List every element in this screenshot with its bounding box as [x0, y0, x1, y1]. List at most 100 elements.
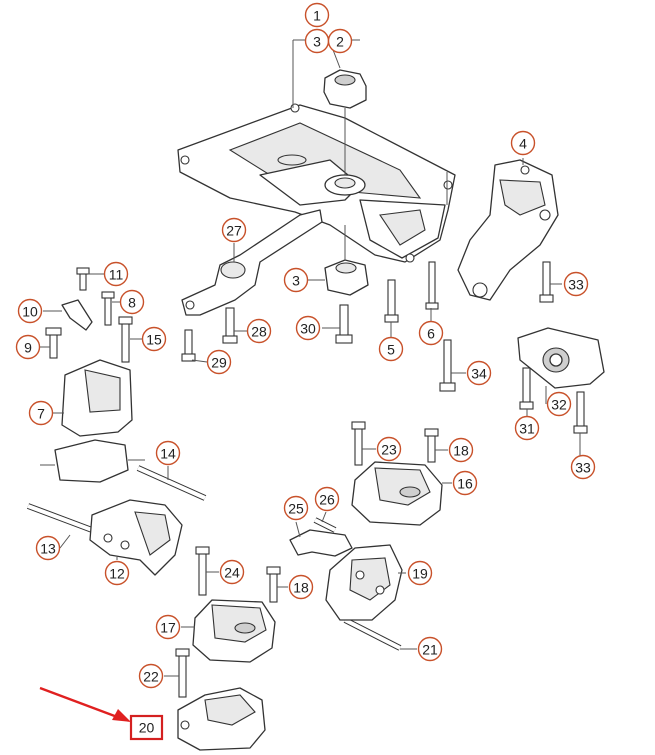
callout-circle: [304, 2, 330, 28]
callout-c25: 25: [283, 495, 309, 521]
callout-circle: [314, 486, 340, 512]
callout-c26: 26: [314, 486, 340, 512]
callout-label: 28: [251, 324, 267, 340]
callout-c10: 10: [17, 298, 43, 324]
callout-c9: 9: [15, 334, 41, 360]
callout-c29: 29: [206, 349, 232, 375]
callout-label: 16: [457, 476, 473, 492]
callout-label: 2: [336, 34, 344, 50]
bracket-part-10: [61, 299, 93, 331]
pointer-arrow: [39, 686, 131, 722]
callout-label: 33: [575, 460, 591, 476]
callout-label: 22: [143, 669, 159, 685]
callout-c27: 27: [221, 217, 247, 243]
pendulum-link-part: [181, 209, 323, 316]
callout-circle: [546, 391, 572, 417]
callout-circle: [119, 289, 145, 315]
callout-label: 31: [519, 421, 535, 437]
callout-circle: [376, 436, 402, 462]
callout-circle: [141, 326, 167, 352]
subframe-part: [177, 39, 456, 263]
callout-c13: 13: [35, 535, 61, 561]
callout-c17: 17: [155, 614, 181, 640]
callout-label: 34: [471, 366, 487, 382]
callout-label: 5: [387, 342, 395, 358]
callout-label: 11: [109, 267, 124, 283]
callout-circle: [283, 495, 309, 521]
bushing-upper-part: [323, 69, 367, 196]
callout-circle: [104, 560, 130, 586]
callout-label: 23: [381, 442, 397, 458]
callout-label: 10: [22, 304, 38, 320]
callout-c18a: 18: [448, 437, 474, 463]
callout-c16: 16: [452, 470, 478, 496]
callout-circle: [15, 334, 41, 360]
callout-circle: [35, 535, 61, 561]
line-art: [26, 39, 605, 751]
callout-label: 24: [224, 565, 240, 581]
callout-c2: 2: [327, 28, 353, 54]
callout-c33b: 33: [570, 454, 596, 480]
callout-label: 8: [128, 295, 136, 311]
callout-c14: 14: [155, 440, 181, 466]
callout-circle: [28, 400, 54, 426]
callout-c18b: 18: [288, 574, 314, 600]
arrow-shaft: [39, 686, 121, 720]
callout-c34: 34: [466, 360, 492, 386]
callout-circle: [448, 437, 474, 463]
engine-mount-part-7: [40, 359, 145, 483]
callout-c23: 23: [376, 436, 402, 462]
callout-label: 18: [293, 580, 309, 596]
callout-label: 13: [40, 541, 56, 557]
callout-circle: [514, 415, 540, 441]
callout-label: 4: [519, 136, 527, 152]
callout-c28: 28: [246, 318, 272, 344]
callout-label: 21: [422, 642, 438, 658]
callout-circle: [510, 130, 536, 156]
callout-label: 32: [551, 397, 567, 413]
callout-c24: 24: [219, 559, 245, 585]
bracket-part-4: [457, 159, 559, 301]
callout-c12: 12: [104, 560, 130, 586]
callout-circle: [295, 315, 321, 341]
callout-c33a: 33: [563, 271, 589, 297]
callout-c30: 30: [295, 315, 321, 341]
callout-label: 12: [109, 566, 125, 582]
callout-c1: 1: [304, 2, 330, 28]
callout-label: 6: [427, 326, 435, 342]
callout-c32: 32: [546, 391, 572, 417]
bracket-part-12: [89, 499, 183, 576]
leader-lines: [40, 41, 581, 677]
callout-label: 9: [24, 340, 32, 356]
callout-c7: 7: [28, 400, 54, 426]
callout-label: 25: [288, 501, 304, 517]
callout-c8: 8: [119, 289, 145, 315]
arrow-head: [112, 709, 131, 722]
mount-part-17: [192, 599, 276, 663]
callout-circle: [219, 559, 245, 585]
callout-circle: [155, 614, 181, 640]
callout-circle: [288, 574, 314, 600]
callout-circle: [327, 28, 353, 54]
link-part-25: [289, 529, 353, 557]
callout-circle: [103, 261, 129, 287]
callout-c31: 31: [514, 415, 540, 441]
callout-c15: 15: [141, 326, 167, 352]
callout-circle: [221, 217, 247, 243]
highlighted-callout-label: 20: [139, 720, 155, 736]
callout-circle: [563, 271, 589, 297]
callout-circle: [417, 636, 443, 662]
highlight-box: [129, 714, 164, 741]
callout-label: 33: [568, 277, 584, 293]
callout-circle: [418, 320, 444, 346]
callout-circle: [452, 470, 478, 496]
callout-circle: [466, 360, 492, 386]
callout-circle: [17, 298, 43, 324]
callout-label: 29: [211, 355, 227, 371]
callout-c4: 4: [510, 130, 536, 156]
callout-c11: 11: [103, 261, 129, 287]
callout-c3a: 3: [304, 28, 330, 54]
bushing-part-32: [517, 327, 605, 389]
callout-label: 19: [412, 566, 428, 582]
